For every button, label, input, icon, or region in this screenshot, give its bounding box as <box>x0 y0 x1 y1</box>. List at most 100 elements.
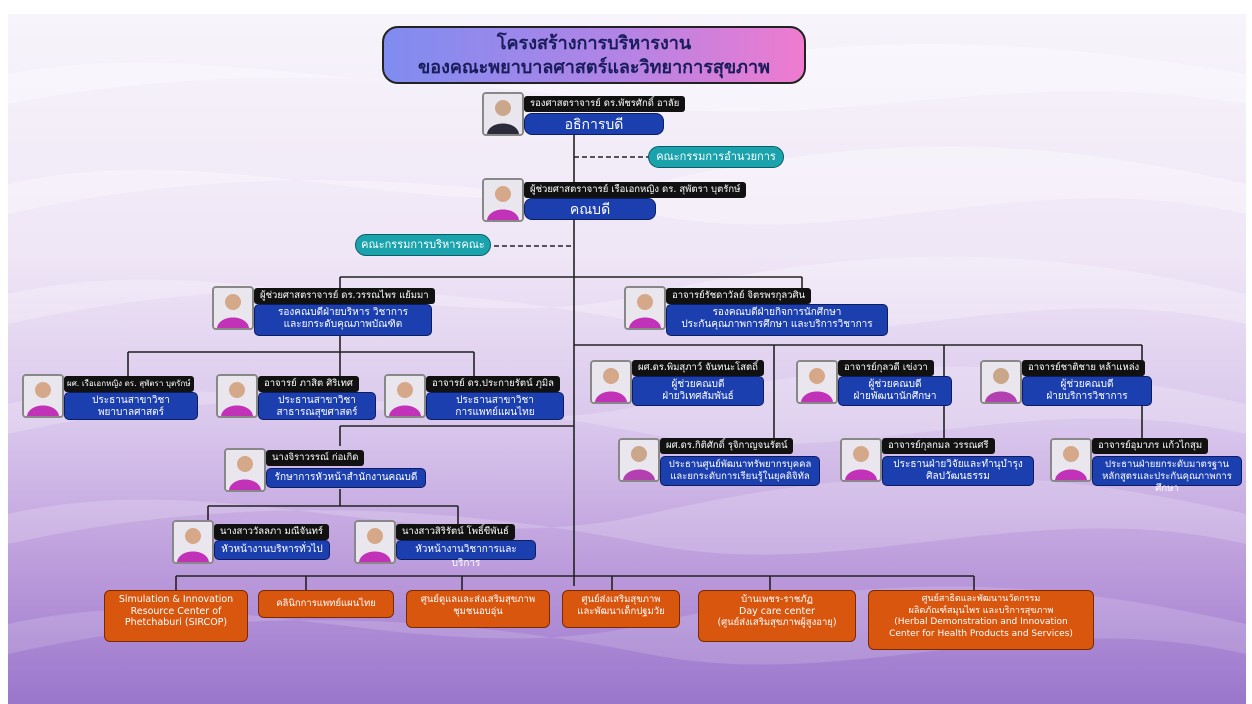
asst-student-dev-role: ผู้ช่วยคณบดี ฝ่ายพัฒนานักศึกษา <box>838 376 952 406</box>
person-portrait-icon <box>592 362 630 402</box>
person-portrait-icon <box>226 450 264 490</box>
vice-admin-role-line-2: และยกระดับคุณภาพบัณฑิต <box>283 319 403 330</box>
unit-day-care-line-3: (ศูนย์ส่งเสริมสุขภาพผู้สูงอายุ) <box>717 617 837 628</box>
chart-title-line-2: ของคณะพยาบาลศาสตร์และวิทยาการสุขภาพ <box>417 57 770 78</box>
unit-thai-clinic-line-1: คลินิกการแพทย์แผนไทย <box>276 598 376 609</box>
dean-photo <box>482 178 524 222</box>
unit-community-health-line-1: ศูนย์ดูแลและส่งเสริมสุขภาพ <box>420 594 536 605</box>
person-portrait-icon <box>626 288 664 328</box>
vice-admin-role: รองคณบดีฝ่ายบริหาร วิชาการ และยกระดับคุณ… <box>254 304 432 336</box>
curriculum-std-role-line-2: หลักสูตรและประกันคุณภาพการศึกษา <box>1102 471 1232 494</box>
chart-title: โครงสร้างการบริหารงาน ของคณะพยาบาลศาสตร์… <box>382 26 806 84</box>
chair-thai-med-name: อาจารย์ ดร.ประกายรัตน์ ภุมิล <box>426 376 560 392</box>
general-admin-name: นางสาววัลลภา มณีจันทร์ <box>214 524 330 540</box>
chair-thai-med-photo <box>384 374 426 418</box>
research-arts-role-line-2: ศิลปวัฒนธรรม <box>926 471 990 482</box>
chair-thai-med-role-line-1: ประธานสาขาวิชา <box>456 395 534 406</box>
hrd-center-name: ผศ.ดร.กิติศักดิ์ รุจิกาญจนรัตน์ <box>660 438 794 454</box>
president-role: อธิการบดี <box>524 113 664 135</box>
unit-sircop-line-1: Simulation & Innovation <box>118 594 234 605</box>
asst-academic-service-role-line-1: ผู้ช่วยคณบดี <box>1060 379 1114 390</box>
asst-foreign-photo <box>590 360 632 404</box>
faculty-admin-committee-badge: คณะกรรมการบริหารคณะ <box>355 234 491 256</box>
unit-herbal-center-line-1: ศูนย์สาธิตและพัฒนานวัตกรรม <box>921 594 1041 604</box>
research-arts-name: อาจารย์กุลกมล วรรณศรี <box>882 438 995 454</box>
chair-nursing-role-line-2: พยาบาลศาสตร์ <box>97 407 165 418</box>
chair-nursing-role: ประธานสาขาวิชา พยาบาลศาสตร์ <box>64 392 198 420</box>
hrd-center-photo <box>618 438 660 482</box>
president-photo <box>482 92 524 136</box>
org-chart-canvas: โครงสร้างการบริหารงาน ของคณะพยาบาลศาสตร์… <box>8 14 1246 704</box>
person-portrait-icon <box>214 288 252 328</box>
asst-academic-service-name: อาจารย์ชาติชาย หล้าแหล่ง <box>1022 360 1146 376</box>
unit-herbal-center: ศูนย์สาธิตและพัฒนานวัตกรรม ผลิตภัณฑ์สมุน… <box>868 590 1094 650</box>
unit-community-health: ศูนย์ดูแลและส่งเสริมสุขภาพ ชุมชนอบอุ่น <box>406 590 550 628</box>
vice-student-photo <box>624 286 666 330</box>
chair-thai-med-role-line-2: การแพทย์แผนไทย <box>455 407 535 418</box>
chair-nursing-photo <box>22 374 64 418</box>
president-name: รองศาสตราจารย์ ดร.พัชรศักดิ์ อาลัย <box>524 96 686 112</box>
hrd-center-role: ประธานศูนย์พัฒนาทรัพยากรบุคคล และยกระดับ… <box>660 456 820 486</box>
person-portrait-icon <box>982 362 1020 402</box>
executive-committee-badge: คณะกรรมการอำนวยการ <box>648 146 784 168</box>
unit-early-childhood-line-2: และพัฒนาเด็กปฐมวัย <box>577 605 665 617</box>
person-portrait-icon <box>620 440 658 480</box>
person-portrait-icon <box>484 94 522 134</box>
curriculum-std-name: อาจารย์อุมาภร แก้วไกสุม <box>1092 438 1209 454</box>
vice-student-role-line-2: ประกันคุณภาพการศึกษา และบริการวิชาการ <box>681 319 873 330</box>
unit-early-childhood-line-1: ศูนย์ส่งเสริมสุขภาพ <box>581 594 661 605</box>
chair-public-health-role-line-1: ประธานสาขาวิชา <box>278 395 356 406</box>
unit-early-childhood: ศูนย์ส่งเสริมสุขภาพ และพัฒนาเด็กปฐมวัย <box>562 590 680 628</box>
vice-student-name: อาจารย์รัชดาวัลย์ จิตรพรกุลวศิน <box>666 288 812 304</box>
general-admin-role: หัวหน้างานบริหารทั่วไป <box>214 540 330 560</box>
research-arts-role-line-1: ประธานฝ่ายวิจัยและทำนุบำรุง <box>893 459 1023 470</box>
person-portrait-icon <box>218 376 256 416</box>
chair-nursing-role-line-1: ประธานสาขาวิชา <box>92 395 170 406</box>
research-arts-role: ประธานฝ่ายวิจัยและทำนุบำรุง ศิลปวัฒนธรรม <box>882 456 1034 486</box>
office-head-name: นางจิราวรรณ์ ก่อเกิด <box>266 450 365 466</box>
academic-service-head-role: หัวหน้างานวิชาการและบริการ <box>396 540 536 569</box>
curriculum-std-photo <box>1050 438 1092 482</box>
asst-academic-service-role-line-2: ฝ่ายบริการวิชาการ <box>1046 391 1128 402</box>
asst-student-dev-role-line-1: ผู้ช่วยคณบดี <box>868 379 922 390</box>
curriculum-std-role: ประธานฝ่ายยกระดับมาตรฐาน หลักสูตรและประก… <box>1092 456 1242 494</box>
unit-herbal-center-line-3: (Herbal Demonstration and Innovation <box>894 617 1068 627</box>
hrd-center-role-line-2: และยกระดับการเรียนรู้ในยุคดิจิทัล <box>670 471 810 482</box>
chair-public-health-photo <box>216 374 258 418</box>
asst-student-dev-photo <box>796 360 838 404</box>
unit-sircop-line-2: Resource Center of <box>130 605 222 617</box>
asst-foreign-name: ผศ.ดร.พิมสุภาว์ จันทนะโสตถิ์ <box>632 360 764 376</box>
chair-nursing-name: ผศ. เรือเอกหญิง ดร. สุพัตรา บุตรักษ์ <box>64 376 194 392</box>
research-arts-photo <box>840 438 882 482</box>
asst-foreign-role-line-1: ผู้ช่วยคณบดี <box>671 379 725 390</box>
chair-public-health-name: อาจารย์ ภาสิต ศิริเทศ <box>258 376 359 392</box>
person-portrait-icon <box>1052 440 1090 480</box>
person-portrait-icon <box>386 376 424 416</box>
chair-public-health-role: ประธานสาขาวิชา สาธารณสุขศาสตร์ <box>258 392 376 420</box>
asst-academic-service-photo <box>980 360 1022 404</box>
unit-community-health-line-2: ชุมชนอบอุ่น <box>453 605 503 617</box>
unit-day-care: บ้านเพชร-ราชภัฏ Day care center (ศูนย์ส่… <box>698 590 856 642</box>
person-portrait-icon <box>484 180 522 220</box>
vice-admin-name: ผู้ช่วยศาสตราจารย์ ดร.วรรณไพร แย้มมา <box>254 288 435 304</box>
vice-admin-role-line-1: รองคณบดีฝ่ายบริหาร วิชาการ <box>278 307 408 318</box>
chair-public-health-role-line-2: สาธารณสุขศาสตร์ <box>276 407 358 418</box>
asst-student-dev-name: อาจารย์กุลวดี เข่งวา <box>838 360 934 376</box>
unit-sircop: Simulation & Innovation Resource Center … <box>104 590 248 642</box>
office-head-photo <box>224 448 266 492</box>
unit-herbal-center-line-2: ผลิตภัณฑ์สมุนไพร และบริการสุขภาพ <box>908 605 1054 616</box>
person-portrait-icon <box>174 522 212 562</box>
curriculum-std-role-line-1: ประธานฝ่ายยกระดับมาตรฐาน <box>1105 459 1229 470</box>
hrd-center-role-line-1: ประธานศูนย์พัฒนาทรัพยากรบุคคล <box>668 459 812 470</box>
vice-student-role: รองคณบดีฝ่ายกิจการนักศึกษา ประกันคุณภาพก… <box>666 304 888 336</box>
person-portrait-icon <box>842 440 880 480</box>
unit-thai-clinic: คลินิกการแพทย์แผนไทย <box>258 590 394 618</box>
asst-academic-service-role: ผู้ช่วยคณบดี ฝ่ายบริการวิชาการ <box>1022 376 1152 406</box>
vice-admin-photo <box>212 286 254 330</box>
unit-day-care-line-2: Day care center <box>739 605 815 617</box>
asst-foreign-role: ผู้ช่วยคณบดี ฝ่ายวิเทศสัมพันธ์ <box>632 376 764 406</box>
dean-name: ผู้ช่วยศาสตราจารย์ เรือเอกหญิง ดร. สุพัต… <box>524 182 747 198</box>
general-admin-photo <box>172 520 214 564</box>
person-portrait-icon <box>798 362 836 402</box>
